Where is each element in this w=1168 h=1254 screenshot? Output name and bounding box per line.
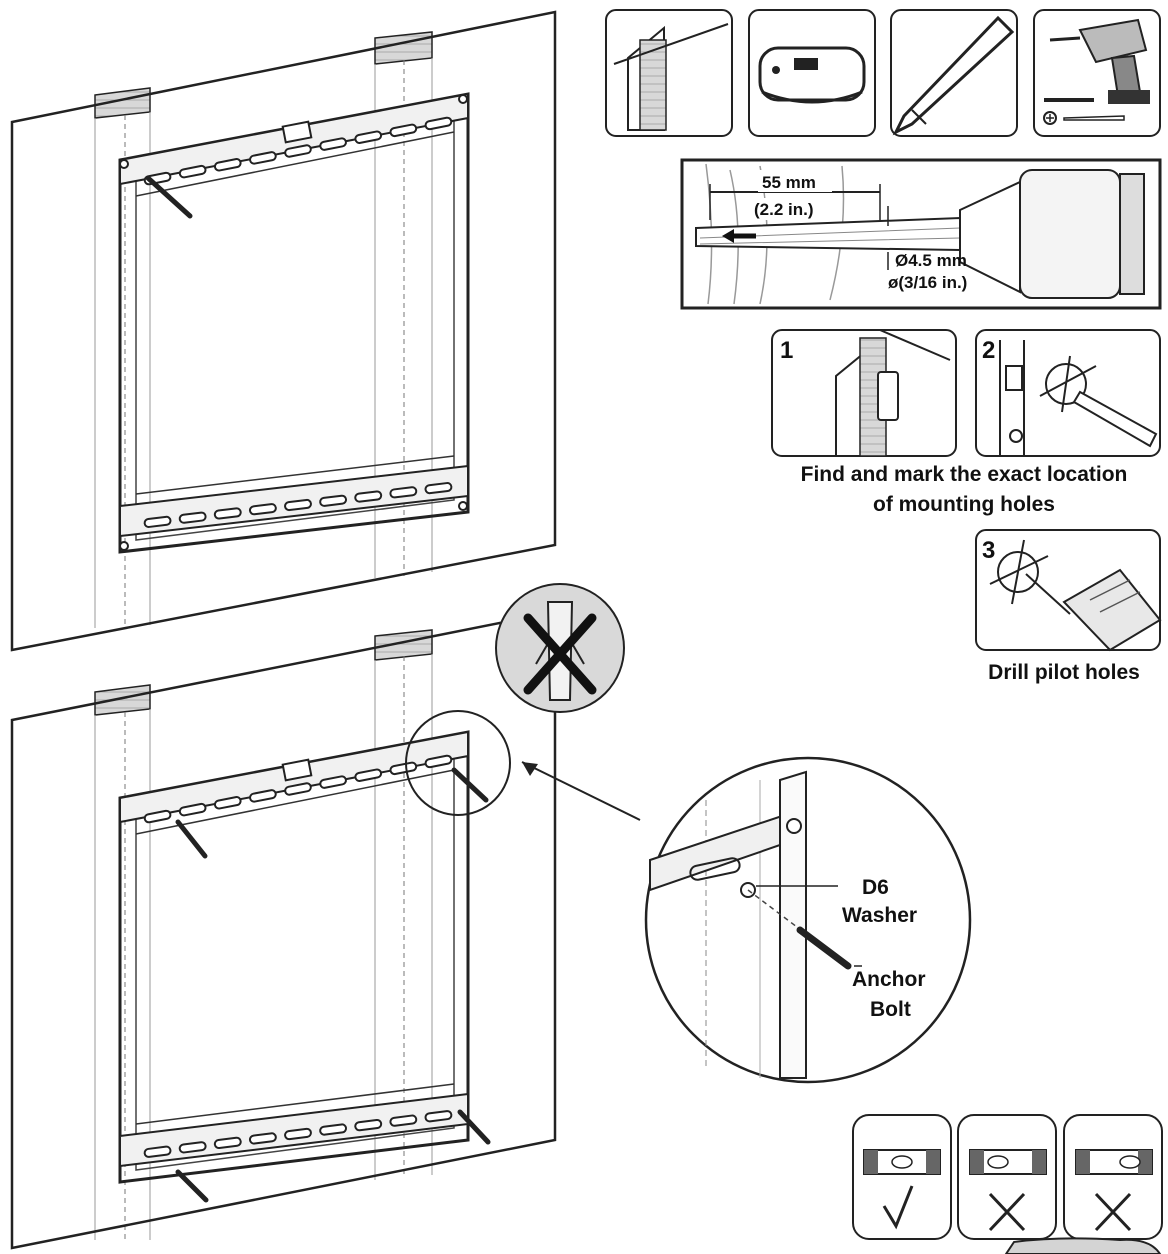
mounting-slot	[284, 1127, 312, 1141]
mounting-slot	[354, 130, 383, 144]
level-correct	[852, 1114, 952, 1240]
drill-depth-mm: 55 mm	[762, 173, 816, 192]
mounting-slot	[389, 1114, 418, 1127]
step-panel-3: 3	[975, 529, 1162, 652]
step-panel-1: 1	[771, 329, 957, 457]
mounting-slot	[249, 789, 277, 803]
stud-icon	[605, 9, 733, 137]
level-hook	[281, 120, 313, 144]
wall-stud	[374, 629, 433, 1180]
step-number: 3	[982, 537, 995, 564]
mounting-slot	[143, 809, 172, 824]
cross-icon	[988, 1192, 1026, 1232]
mounting-slot	[354, 1118, 383, 1132]
find-mark-caption: Find and mark the exact location of moun…	[760, 460, 1168, 520]
step-number: 2	[982, 337, 995, 364]
mounting-slot	[249, 151, 277, 165]
bolt-label-2: Bolt	[870, 998, 911, 1021]
mounting-slot	[178, 802, 207, 817]
zoom-arrow	[521, 761, 641, 821]
mounting-slot	[319, 137, 347, 151]
mounting-slot	[424, 116, 453, 131]
drill-spec-panel: 55 mm (2.2 in.) Ø4.5 mm ø(3/16 in.)	[680, 158, 1162, 310]
mounting-slots	[143, 482, 453, 528]
screw	[145, 175, 193, 219]
step-number: 1	[780, 337, 793, 364]
drywall-panel	[10, 10, 557, 652]
pencil-icon	[890, 9, 1018, 137]
cross-icon	[1094, 1192, 1132, 1232]
level-hook	[281, 758, 313, 782]
mounting-slot	[319, 494, 348, 507]
washer-label-2: Washer	[842, 904, 917, 927]
wall-plate	[118, 730, 470, 1184]
washer-label-1: D6	[862, 876, 889, 899]
detail-callout: D6 Washer Anchor Bolt	[644, 756, 972, 1084]
mounting-slot	[143, 515, 172, 528]
mounting-slot	[213, 507, 242, 520]
zoom-arrow-head	[522, 762, 538, 776]
find-mark-caption-line1: Find and mark the exact location	[800, 463, 1128, 486]
drill-pilot-caption: Drill pilot holes	[988, 661, 1140, 684]
mounting-slot	[213, 158, 242, 172]
mounting-slot	[178, 164, 207, 179]
mounting-slot	[284, 144, 312, 158]
mounting-slot	[424, 754, 453, 769]
mounting-slot	[424, 1110, 453, 1123]
anchor-bolt	[796, 926, 852, 970]
mounting-slot	[284, 498, 312, 512]
mounting-slot	[178, 1141, 207, 1154]
mounting-slot	[389, 486, 418, 499]
drill-depth-in: (2.2 in.)	[754, 200, 814, 219]
mounting-slot	[213, 796, 242, 810]
anchor-bolts	[175, 767, 491, 1203]
cross-icon	[523, 613, 597, 695]
drywall-panel	[10, 610, 557, 1250]
level-checks	[852, 1114, 1163, 1254]
drill-icon	[1033, 9, 1161, 137]
zoom-circle-small	[405, 710, 511, 816]
level-wrong	[957, 1114, 1057, 1240]
drill-diameter-in: ø(3/16 in.)	[888, 273, 967, 292]
mounting-slot	[319, 1123, 348, 1136]
wall-plate	[118, 92, 470, 554]
mounting-slot	[143, 1145, 172, 1158]
wall-stud	[94, 684, 151, 1240]
mounting-slot	[284, 782, 312, 796]
mounting-slot	[389, 761, 418, 776]
mounting-slots	[143, 116, 453, 186]
mounting-slot	[319, 775, 347, 789]
mounting-slot	[248, 503, 277, 516]
no-plastic-anchor-warning	[495, 583, 625, 713]
mounting-slot	[178, 511, 207, 524]
stud-finder-icon	[748, 9, 876, 137]
mounting-slot	[248, 1132, 277, 1145]
mounting-slot	[354, 490, 383, 503]
bottom-wall-assembly	[10, 610, 641, 1250]
mounting-slots	[143, 1110, 453, 1158]
bolt-label-1: Anchor	[852, 968, 926, 991]
tools-row	[605, 9, 1161, 137]
corner-screws	[119, 94, 468, 551]
check-icon	[882, 1185, 914, 1230]
drill-diameter-mm: Ø4.5 mm	[895, 251, 967, 270]
mounting-slot	[389, 123, 418, 138]
find-mark-caption-line2: of mounting holes	[873, 493, 1055, 516]
mounting-slot	[424, 482, 453, 495]
step-panel-2: 2	[975, 329, 1161, 457]
level-wrong	[1063, 1114, 1163, 1240]
mounting-slots	[143, 754, 453, 824]
partial-drill-icon	[1004, 1237, 1162, 1254]
mounting-slot	[354, 768, 383, 782]
mounting-slot	[213, 1136, 242, 1150]
top-wall-assembly	[10, 10, 557, 652]
